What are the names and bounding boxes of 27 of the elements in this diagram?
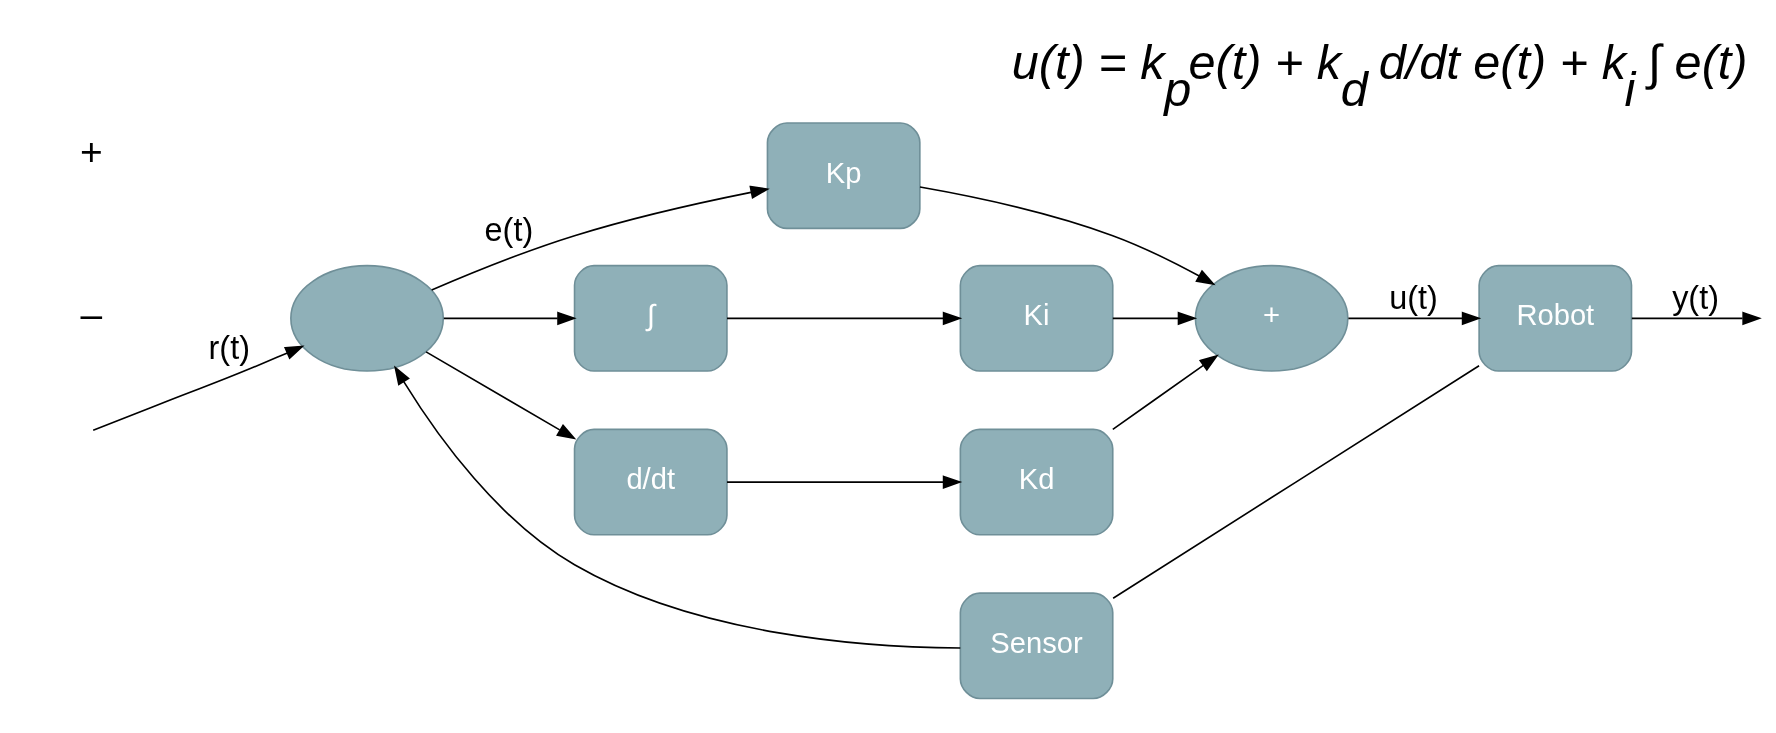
label: – xyxy=(80,292,103,336)
connector xyxy=(1112,364,1480,599)
node-box: ∫ xyxy=(573,264,728,372)
label: + xyxy=(80,129,103,173)
edge-label: y(t) xyxy=(1672,279,1719,316)
edge-label: r(t) xyxy=(208,329,250,366)
arrow xyxy=(425,350,577,440)
node-box: Ki xyxy=(959,264,1114,372)
arrow xyxy=(726,474,963,489)
arrow xyxy=(726,311,963,325)
node-box: Kd xyxy=(959,428,1114,536)
node-box: Kp xyxy=(766,121,921,229)
node-box: d/dt xyxy=(573,428,728,536)
arrow xyxy=(1347,311,1482,325)
arrow xyxy=(1631,311,1762,325)
arrow xyxy=(92,344,305,431)
node-box: Robot xyxy=(1478,264,1633,372)
arrow xyxy=(1112,354,1219,430)
arrow xyxy=(443,311,577,325)
arrow xyxy=(1112,311,1198,325)
edge-label: e(t) xyxy=(484,211,534,248)
arrow xyxy=(919,185,1216,285)
arrow xyxy=(430,185,770,291)
node-ellipse xyxy=(290,264,445,372)
edge-label: u(t) xyxy=(1389,279,1438,316)
arrow xyxy=(394,364,962,649)
node-box: Sensor xyxy=(959,591,1114,699)
